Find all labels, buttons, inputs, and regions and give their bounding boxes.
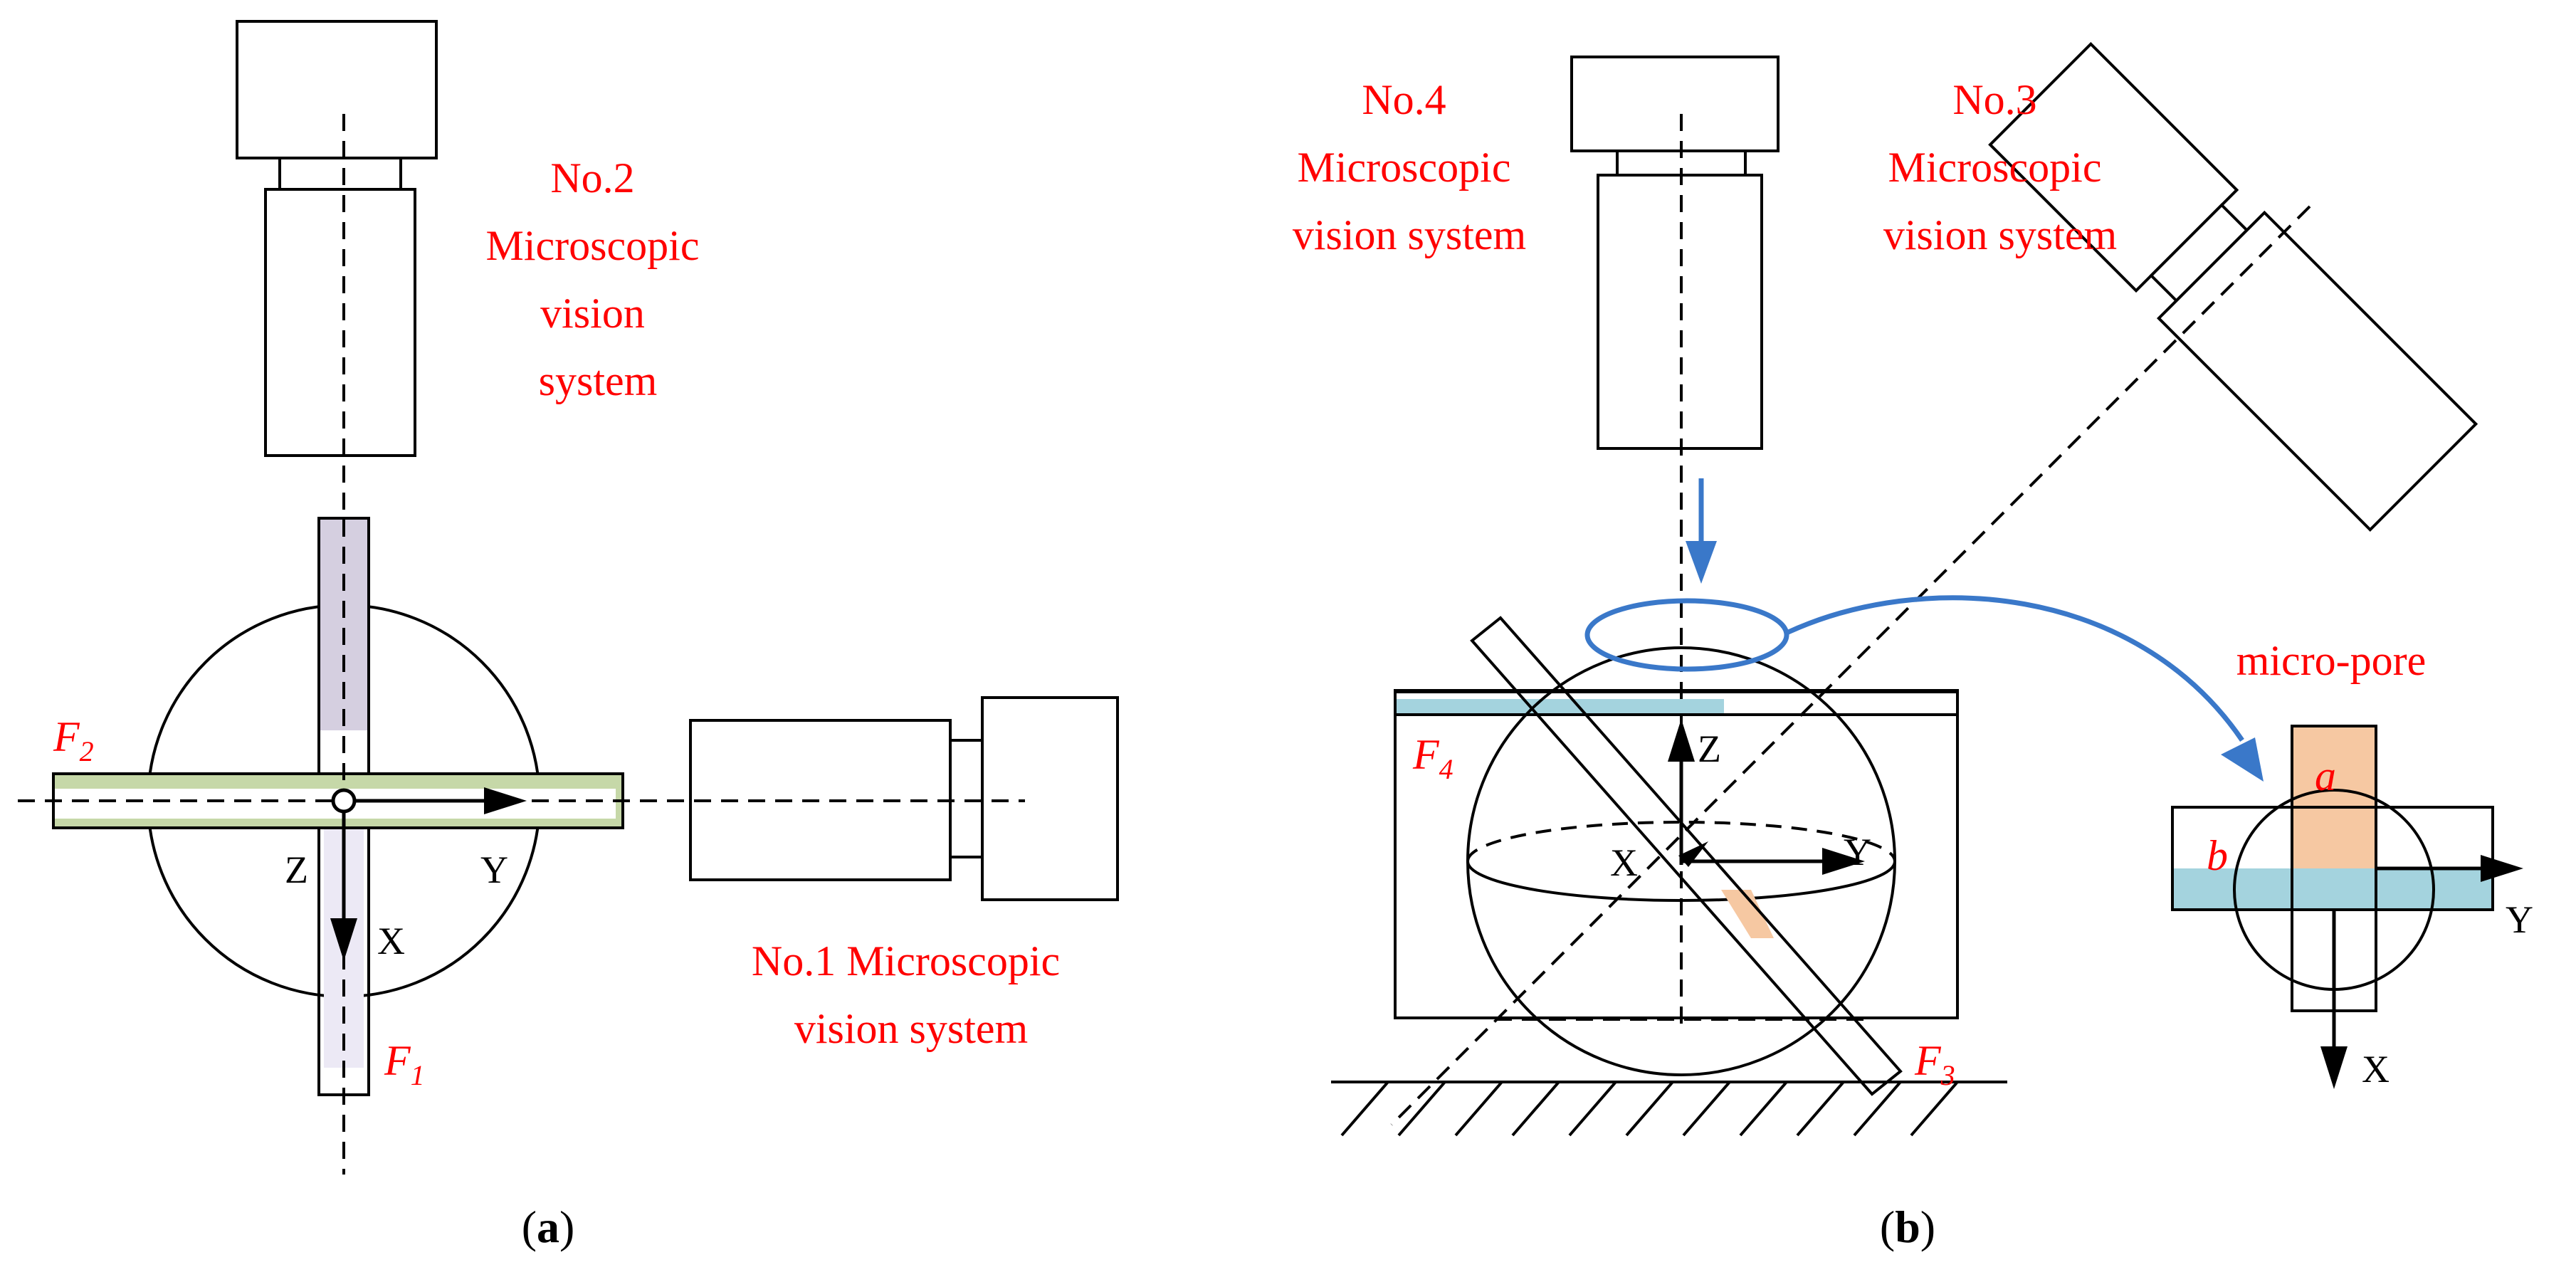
inset-fiber-b-fill — [2172, 868, 2493, 910]
micropore-highlight — [1584, 598, 1789, 672]
camera-no3 — [1988, 41, 2478, 532]
y-axis-arrowhead-b — [1822, 848, 1865, 875]
fiber-f4 — [1394, 690, 1959, 716]
inset-axis-y-label: Y — [2506, 898, 2533, 941]
axis-x-label-b: X — [1610, 841, 1638, 884]
inset-axis-x-label: X — [2362, 1048, 2390, 1091]
fiber-f4-fill — [1397, 699, 1724, 713]
micropore-pointer-head — [2221, 737, 2264, 782]
micropore-pointer — [1784, 595, 2244, 742]
f4-label: F4 — [1412, 731, 1453, 785]
camera-no1 — [689, 696, 1119, 901]
panel-b — [1331, 41, 2478, 1137]
axis-x-label-a: X — [377, 920, 405, 962]
cam3-optical-axis — [1390, 205, 2311, 1126]
f3-label: F3 — [1914, 1037, 1955, 1091]
cam3-label: No.3 Microscopic vision system — [1883, 76, 2117, 258]
caption-a: (a) — [522, 1202, 575, 1252]
inset-y-arrowhead — [2481, 855, 2523, 882]
ground-hatching — [1340, 1081, 1959, 1137]
cam2-label: No.2 Microscopic vision system — [486, 154, 710, 404]
axis-z-label-a: Z — [285, 848, 308, 891]
inset-fiber-a-fill — [2292, 726, 2376, 868]
micropore-title: micro-pore — [2236, 637, 2427, 684]
caption-b: (b) — [1880, 1202, 1935, 1252]
x-axis-arrowhead-b — [1678, 841, 1708, 867]
axis-y-label-b: Y — [1844, 831, 1871, 873]
x-axis-arrowhead — [330, 918, 357, 961]
cam1-label: No.1 Microscopic vision system — [752, 937, 1071, 1052]
inset-label-b: b — [2207, 832, 2228, 879]
cam4-label: No.4 Microscopic vision system — [1293, 76, 1526, 258]
camera-no2 — [236, 20, 438, 457]
panel-a — [18, 20, 1119, 1175]
camera-no4 — [1570, 56, 1779, 450]
inset-label-a: a — [2315, 752, 2336, 799]
micropore-inset — [2171, 725, 2523, 1089]
origin-marker — [331, 788, 357, 814]
f2-label: F2 — [53, 713, 94, 767]
fiber-f3 — [1470, 616, 1903, 1096]
axis-y-label-a: Y — [480, 848, 508, 891]
f1-label: F1 — [384, 1037, 425, 1091]
y-axis-arrowhead — [484, 787, 527, 814]
z-axis-arrowhead-b — [1668, 719, 1695, 762]
axis-z-label-b: Z — [1698, 727, 1721, 770]
inset-x-arrowhead — [2320, 1046, 2348, 1089]
orange-patch — [1721, 890, 1774, 938]
pointer-down-arrow — [1686, 541, 1717, 584]
